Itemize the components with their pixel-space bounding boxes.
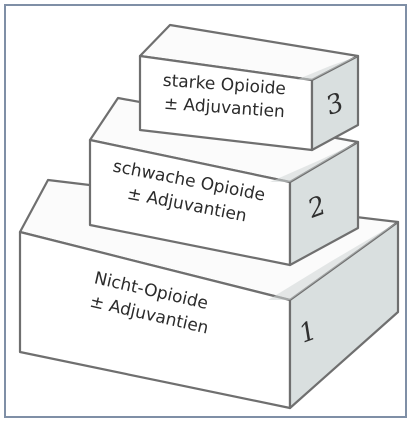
step-3-block: starke Opioide ± Adjuvantien 3 xyxy=(138,23,360,152)
step-1-shadow xyxy=(268,222,398,300)
step-3-shadow xyxy=(296,56,358,80)
